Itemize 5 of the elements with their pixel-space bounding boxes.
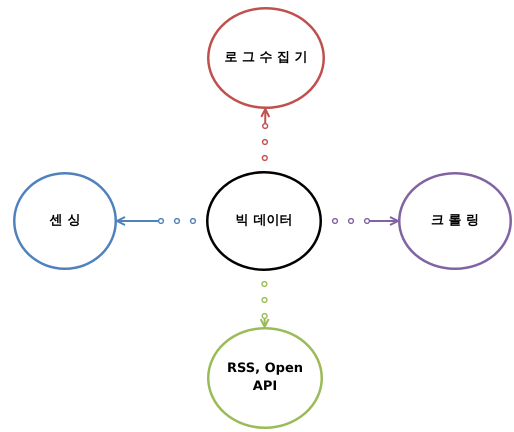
node-label: RSS, Open API — [226, 360, 304, 396]
node-label: 크 롤 링 — [430, 212, 480, 230]
node-label: 센 싱 — [50, 212, 80, 230]
node-label: 로 그 수 집 기 — [224, 49, 308, 67]
node-label: 빅 데이터 — [236, 212, 292, 230]
